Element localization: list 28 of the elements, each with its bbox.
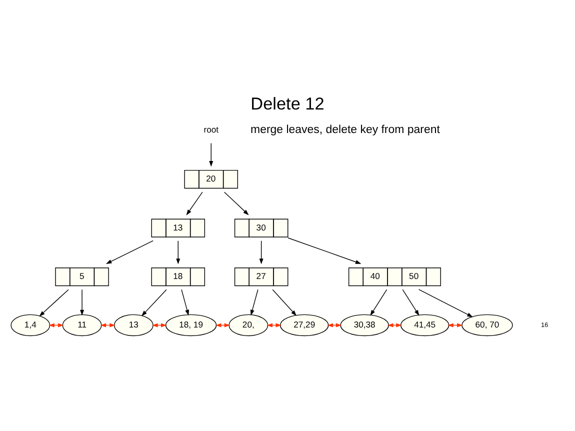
node-ellipse: 30,38 [340,314,389,336]
arrow [250,289,258,316]
node-ellipse: 11 [62,314,102,336]
arrow [141,289,167,316]
arrow [186,192,203,216]
node-ellipse: 20, [228,314,268,336]
node-text: root [204,124,219,134]
diagram-title: Delete 12 [250,94,324,114]
arrow [106,240,154,264]
node-ellipse: 1,4 [10,314,50,336]
arrow [176,240,180,264]
node-ellipse: 41,45 [400,314,450,336]
arrow [272,289,297,316]
arrow [402,289,420,316]
arrow [418,289,473,318]
node-ellipse: 18, 19 [165,314,217,336]
arrow [288,238,362,264]
arrow [224,192,249,216]
arrow [259,240,264,264]
node-ellipse: 60, 70 [462,314,513,336]
node-ellipse: 13 [114,314,154,336]
arrow [39,289,69,316]
arrow [209,142,214,167]
arrow [181,289,190,316]
label: merge leaves, delete key from parent [250,124,440,136]
arrow [80,289,84,316]
arrow [370,289,388,316]
node-ellipse: 27,29 [280,314,329,336]
